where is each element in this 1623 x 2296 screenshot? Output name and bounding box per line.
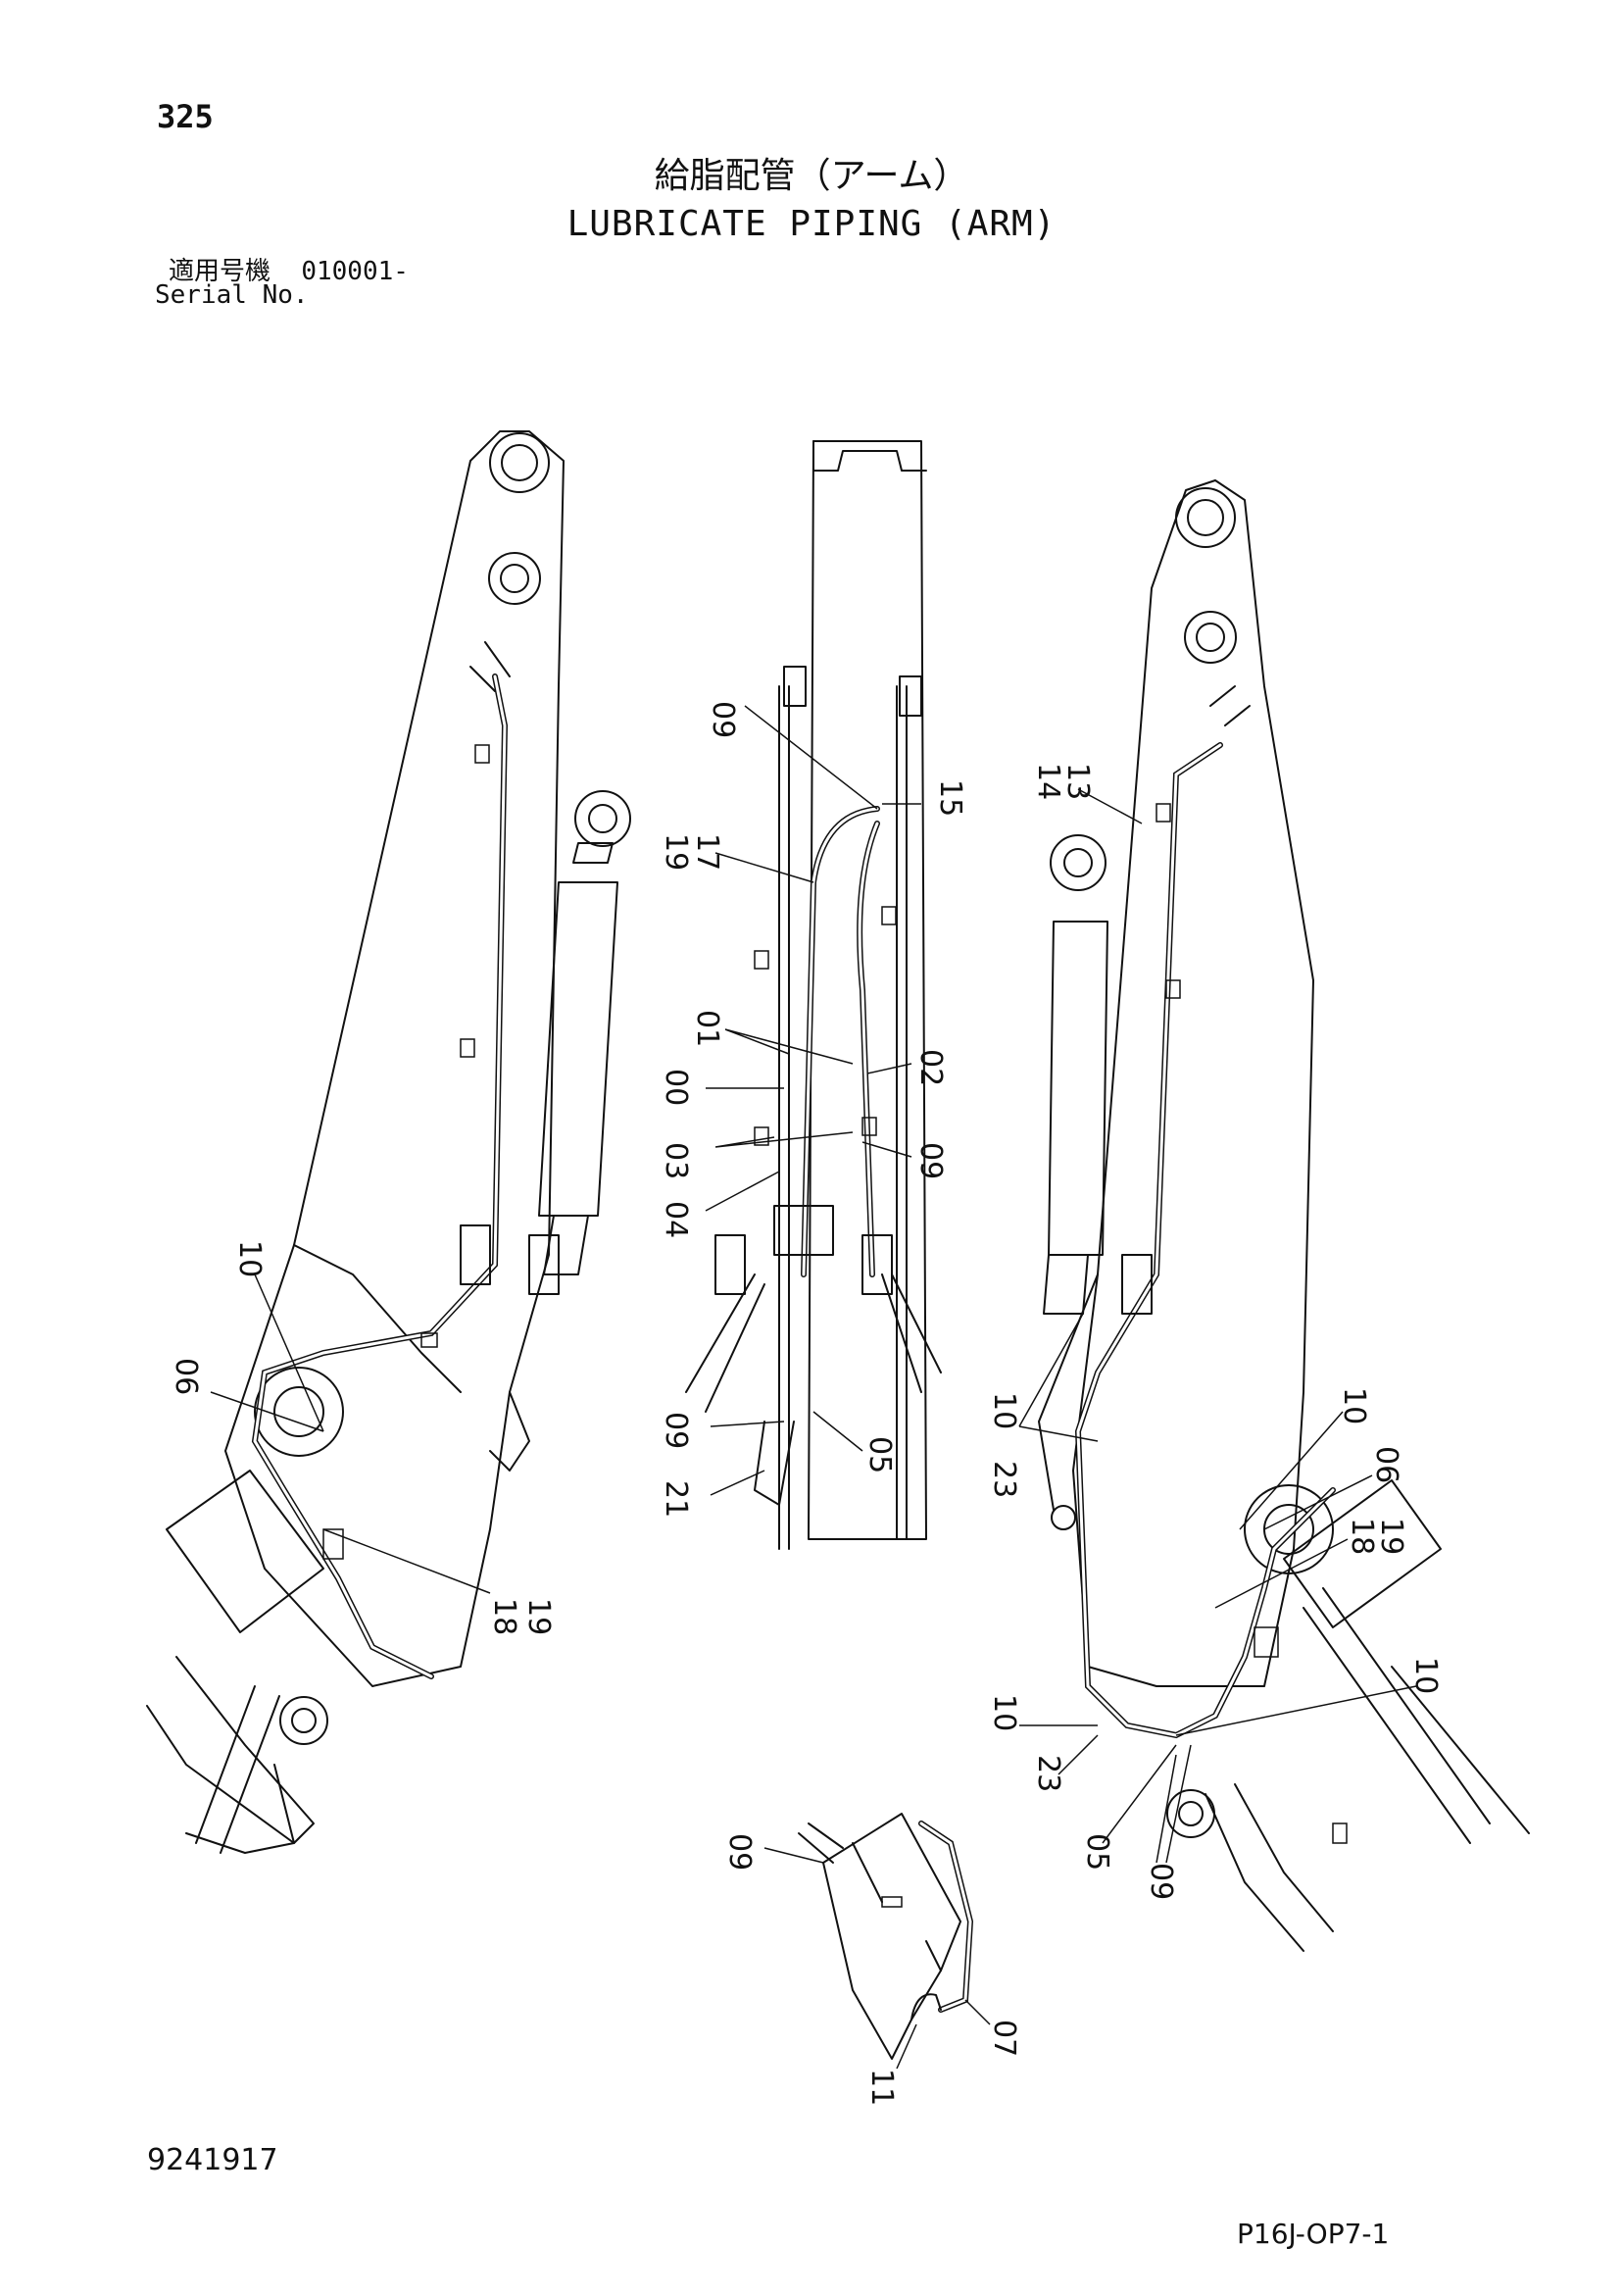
- callout-right-10-a: 10: [987, 1392, 1021, 1429]
- callout-center-01: 01: [690, 1010, 724, 1047]
- callout-right-05: 05: [1080, 1833, 1114, 1871]
- callout-center-02: 02: [913, 1049, 948, 1086]
- callout-right-06: 06: [1369, 1446, 1403, 1483]
- callout-center-05: 05: [862, 1436, 897, 1473]
- callout-left-19: 19: [521, 1598, 556, 1635]
- callout-right-10-b: 10: [1337, 1387, 1371, 1424]
- callout-detail-07: 07: [987, 2020, 1021, 2057]
- serial-value: 010001-: [301, 257, 409, 286]
- right-arm-view: [1038, 479, 1530, 1952]
- callout-right-09: 09: [1144, 1863, 1178, 1900]
- left-arm-view: [146, 430, 631, 1854]
- callout-center-04: 04: [659, 1201, 693, 1238]
- callout-center-19: 19: [659, 833, 693, 871]
- callout-left-10: 10: [232, 1240, 267, 1277]
- callout-left-06: 06: [169, 1358, 203, 1395]
- callout-center-09-top: 09: [706, 701, 740, 738]
- callout-right-19: 19: [1374, 1518, 1408, 1555]
- callout-center-00: 00: [659, 1069, 693, 1106]
- callout-detail-09: 09: [722, 1833, 757, 1871]
- document-number: 9241917: [147, 2143, 278, 2177]
- serial-label-english: Serial No.: [155, 280, 309, 310]
- page-code: P16J-OP7-1: [1237, 2218, 1390, 2250]
- callout-right-10-c: 10: [987, 1694, 1021, 1731]
- detail-view: [798, 1813, 974, 2060]
- callout-right-23-a: 23: [987, 1461, 1021, 1498]
- callout-right-18: 18: [1345, 1518, 1379, 1555]
- callout-labels: 10 06 18 19 09 15 19 17 01 00 02 03 09 0…: [169, 701, 1443, 2106]
- page-number: 325: [157, 98, 214, 135]
- page-title-japanese: 給脂配管（アーム）: [654, 156, 969, 196]
- callout-center-15: 15: [933, 779, 967, 817]
- callout-center-21: 21: [659, 1480, 693, 1518]
- callout-right-10-d: 10: [1408, 1657, 1443, 1694]
- callout-center-03: 03: [659, 1142, 693, 1179]
- center-arm-view: [685, 440, 942, 1550]
- callout-detail-11: 11: [864, 2069, 899, 2106]
- callout-center-09-low: 09: [659, 1412, 693, 1449]
- callout-right-13: 13: [1060, 763, 1095, 800]
- serial-label-japanese: 適用号機: [169, 257, 271, 286]
- serial-number-line: 適用号機 010001-: [169, 251, 409, 287]
- callout-right-14: 14: [1031, 763, 1065, 800]
- callout-center-17: 17: [690, 833, 724, 871]
- callout-center-09-mid: 09: [913, 1142, 948, 1179]
- page-title-english: LUBRICATE PIPING (ARM): [566, 204, 1057, 244]
- callout-left-18: 18: [487, 1598, 521, 1635]
